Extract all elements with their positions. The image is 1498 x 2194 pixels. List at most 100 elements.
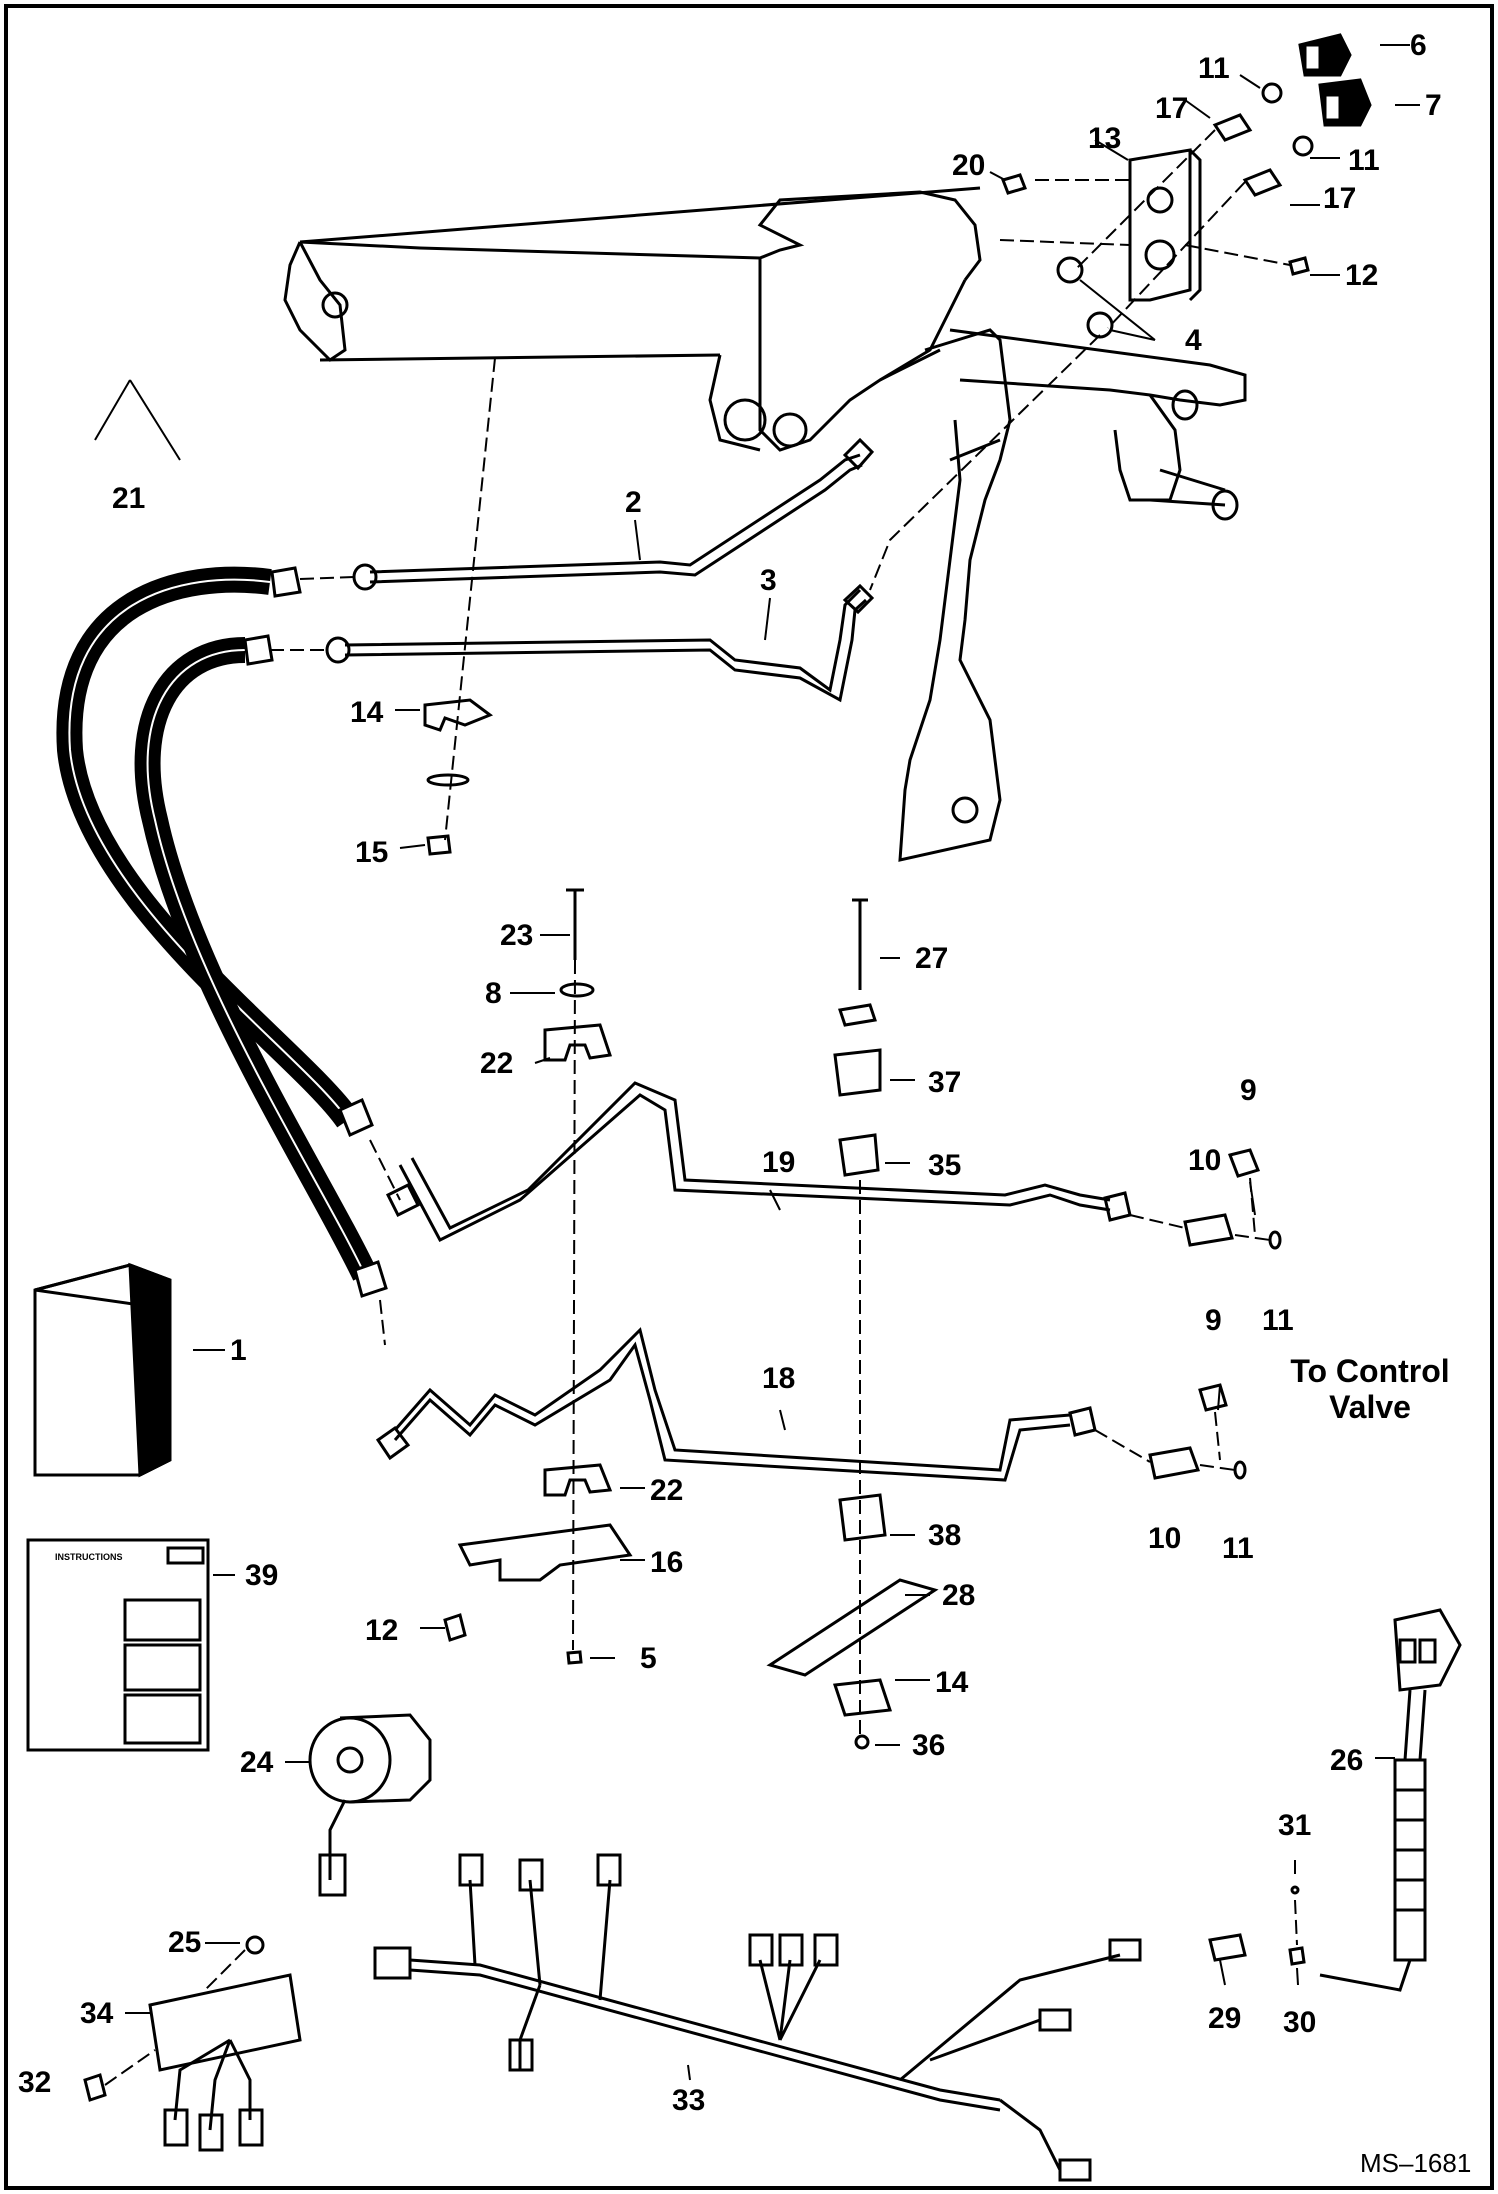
control-handle [1319, 1608, 1462, 1992]
callout-36: 36 [912, 1729, 945, 1762]
callout-22-lower: 22 [650, 1474, 683, 1507]
small-parts-leaders [1294, 1860, 1298, 1946]
control-valve-note-line2: Valve [1329, 1389, 1411, 1425]
callout-1: 1 [230, 1334, 247, 1367]
o-ring-lower [1292, 135, 1314, 157]
diagram-border [4, 4, 1494, 2190]
callout-33: 33 [672, 2084, 705, 2117]
strap-28 [766, 1578, 939, 1677]
callout-12-top: 12 [1345, 259, 1378, 292]
callout-9-upper: 9 [1240, 1074, 1257, 1107]
instruction-sheet-title: INSTRUCTIONS [55, 1552, 123, 1562]
bulkhead-nut-upper [1056, 256, 1084, 284]
solenoid-coil [308, 1713, 432, 1897]
nut-36 [854, 1734, 870, 1750]
washer-8 [559, 982, 595, 998]
tube-19 [398, 1093, 1111, 1242]
callout-28: 28 [942, 1579, 975, 1612]
callout-34: 34 [80, 1997, 114, 2030]
lift-arm [283, 186, 1247, 862]
callout-leaders [94, 44, 1420, 2081]
wire-harness [373, 1853, 1142, 2182]
clamp-35 [838, 1133, 880, 1177]
callout-5: 5 [640, 1642, 657, 1675]
callout-37: 37 [928, 1066, 961, 1099]
callout-4: 4 [1185, 324, 1202, 357]
callout-31: 31 [1278, 1809, 1311, 1842]
hoses [56, 566, 388, 1298]
callout-17-lower: 17 [1323, 182, 1356, 215]
adapter-10-upper [1183, 1213, 1234, 1247]
bolt-27 [852, 898, 868, 990]
tube-3 [344, 588, 862, 693]
callout-14-upper: 14 [350, 696, 384, 729]
clamp-22-lower [543, 1463, 613, 1497]
clamp-14-upper [423, 698, 494, 732]
switch-plate-leaders [104, 1949, 246, 2086]
drawing-code: MS–1681 [1360, 2148, 1471, 2178]
clamp-stack-right [766, 898, 939, 1750]
callout-18: 18 [762, 1362, 795, 1395]
part-30 [1288, 1946, 1306, 1966]
adapter-lower [1242, 168, 1283, 197]
mounting-plate [1128, 148, 1192, 302]
callout-26: 26 [1330, 1744, 1363, 1777]
callout-32: 32 [18, 2066, 51, 2099]
nut-15 [426, 834, 452, 856]
bracket-16 [457, 1523, 633, 1582]
callout-39: 39 [245, 1559, 278, 1592]
clip-small [838, 1003, 877, 1027]
bolt-23 [566, 888, 584, 960]
callout-11-right-lower: 11 [1222, 1532, 1254, 1565]
tube-18 [393, 1327, 1071, 1472]
clamp-38 [838, 1493, 887, 1542]
clamp-stack-left [443, 888, 633, 1665]
callout-7: 7 [1425, 89, 1442, 122]
callout-21: 21 [112, 482, 145, 515]
callout-38: 38 [928, 1519, 961, 1552]
callout-13: 13 [1088, 122, 1121, 155]
clamp-stack-left-leader [572, 959, 576, 1651]
part-31 [1290, 1885, 1300, 1895]
screw-20 [1001, 173, 1027, 195]
callout-29: 29 [1208, 2002, 1241, 2035]
operators-manual [33, 1262, 172, 1478]
callout-9-lower: 9 [1205, 1304, 1222, 1337]
callout-35: 35 [928, 1149, 961, 1182]
upper-clamp-hardware [423, 698, 494, 856]
callout-15: 15 [355, 836, 388, 869]
callout-10-lower: 10 [1148, 1522, 1181, 1555]
clamp-37 [833, 1048, 882, 1097]
cap-9-upper [1227, 1148, 1261, 1178]
clamp-22-upper [543, 1023, 612, 1062]
cap-9-lower [1198, 1383, 1228, 1412]
callout-24: 24 [240, 1746, 274, 1779]
lower-right-leader-lines [1094, 1177, 1271, 1471]
hose-leader-lines [369, 1139, 401, 1346]
steel-tubes-upper [325, 437, 875, 703]
callout-labels: 1 2 3 4 5 6 7 8 9 9 10 10 11 11 11 11 12… [18, 29, 1442, 2117]
callout-17-upper: 17 [1155, 92, 1188, 125]
callout-11-right-upper: 11 [1262, 1304, 1294, 1337]
o-ring-11-upper [1268, 1230, 1282, 1250]
callout-11-top-lower: 11 [1348, 144, 1380, 177]
bulkhead-nut-lower [1086, 311, 1114, 339]
callout-2: 2 [625, 486, 642, 519]
lower-right-fittings [1148, 1148, 1282, 1480]
callout-10-upper: 10 [1188, 1144, 1221, 1177]
callout-3: 3 [760, 564, 777, 597]
clamp-14-lower [832, 1678, 893, 1717]
top-right-fittings [1001, 33, 1372, 339]
callout-11-top-upper: 11 [1198, 52, 1230, 85]
quick-coupler-lower [1318, 78, 1372, 127]
callout-22-upper: 22 [480, 1047, 513, 1080]
screw-32 [83, 2073, 107, 2102]
quick-coupler-upper [1298, 33, 1352, 77]
nut-5 [566, 1650, 583, 1665]
callout-30: 30 [1283, 2006, 1316, 2039]
callout-20: 20 [952, 149, 985, 182]
adapter-10-lower [1148, 1446, 1201, 1480]
o-ring-upper [1261, 82, 1283, 104]
callout-16: 16 [650, 1546, 683, 1579]
callout-6: 6 [1410, 29, 1427, 62]
